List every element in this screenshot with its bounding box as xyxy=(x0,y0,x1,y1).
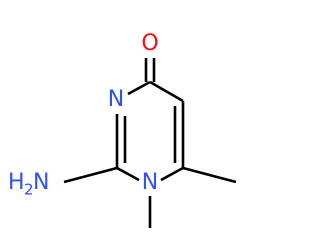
bonds xyxy=(63,58,237,228)
atom-labels: O N N H 2 N xyxy=(8,31,159,199)
amino-group-label: H 2 N xyxy=(8,170,49,199)
bond-c6-methyl xyxy=(182,166,237,184)
amino-nitrogen-label: N xyxy=(33,170,49,195)
oxygen-label: O xyxy=(141,31,158,56)
bond-n1-c2 xyxy=(116,166,140,182)
bond-c4-c5 xyxy=(149,80,184,103)
bond-c6-n1 xyxy=(160,166,184,182)
amino-hydrogen-label: H xyxy=(8,170,25,195)
chemical-structure: O N N H 2 N xyxy=(8,31,237,228)
nitrogen-1-label: N xyxy=(142,170,158,195)
bond-c2-amino xyxy=(63,166,118,184)
amino-subscript-label: 2 xyxy=(24,181,34,199)
nitrogen-3-label: N xyxy=(108,87,124,112)
bond-n3-c4 xyxy=(127,80,151,96)
